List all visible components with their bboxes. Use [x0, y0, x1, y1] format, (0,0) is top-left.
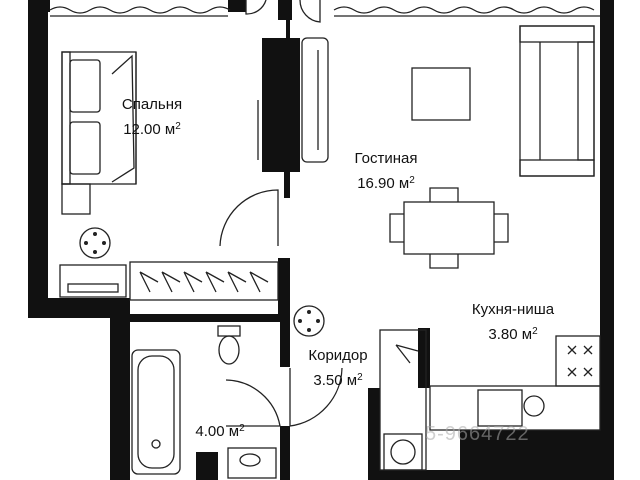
walls	[28, 0, 614, 480]
wall-partition-low	[284, 170, 290, 198]
details	[84, 232, 320, 332]
wall-corridor-right	[368, 388, 380, 480]
bath-sink	[227, 447, 277, 479]
bedroom-nightstand	[61, 183, 91, 215]
bedroom-round-table	[79, 227, 111, 259]
toilet-bowl	[218, 335, 240, 365]
wall-right	[600, 0, 614, 440]
kitchen-cabinets	[429, 385, 601, 431]
wall-bath-right	[278, 258, 290, 318]
wall-bath-right-low	[280, 322, 290, 367]
corridor-wardrobe	[129, 261, 279, 301]
room-name-kitchen: Кухня-ниша	[471, 301, 555, 318]
room-area-living: 16.90 м2	[357, 175, 415, 192]
dining-table	[403, 201, 495, 255]
room-area-kitchen: 3.80 м2	[488, 326, 538, 343]
window-bedroom	[49, 6, 231, 14]
wall-partition-top	[262, 38, 300, 172]
door-bedroom	[219, 189, 279, 247]
room-label-kitchen: Кухня-ниша 3.80 м2	[452, 299, 574, 346]
corridor-round-stool	[293, 305, 325, 337]
bedroom-dresser	[59, 264, 127, 298]
door-balcony-left	[245, 0, 267, 15]
wall-bottom-left-outer	[28, 298, 112, 318]
chair-top	[429, 187, 459, 202]
door-balcony-right	[299, 0, 321, 23]
kitchen-sink	[477, 389, 523, 427]
sofa	[519, 25, 595, 177]
chair-left	[389, 213, 404, 243]
wall-bottom-right	[460, 430, 614, 480]
stove	[555, 335, 601, 387]
wall-kitchen-left	[418, 328, 430, 388]
washing-machine	[383, 433, 423, 471]
chair-bottom	[429, 254, 459, 269]
wall-bath-top	[110, 314, 290, 322]
room-area-corridor: 3.50 м2	[313, 372, 363, 389]
room-label-bedroom: Спальня 12.00 м2	[100, 94, 204, 141]
room-name-corridor: Коридор	[308, 347, 368, 364]
wall-bath-bottom-stub	[196, 452, 218, 480]
bathtub	[131, 349, 181, 475]
window-living	[333, 6, 595, 14]
room-name-bedroom: Спальня	[121, 96, 183, 113]
wall-left	[28, 0, 48, 315]
wall-bath-right-bottom	[280, 426, 290, 480]
wall-bottom-mid	[380, 470, 460, 480]
living-bench	[301, 37, 329, 163]
wall-top-left	[28, 0, 50, 12]
hangers	[139, 271, 269, 293]
bed	[61, 51, 137, 185]
watermark-text: 5-9664722	[425, 423, 530, 445]
room-label-living: Гостиная 16.90 м2	[330, 148, 442, 195]
wall-partition-stub	[286, 0, 290, 40]
room-area-bedroom: 12.00 м2	[123, 121, 181, 138]
room-label-bathroom: 4.00 м2	[180, 418, 260, 443]
room-area-bathroom: 4.00 м2	[195, 423, 245, 440]
fixtures	[49, 0, 601, 479]
chair-right	[494, 213, 509, 243]
toilet-tank	[217, 325, 241, 337]
wall-bath-left	[110, 298, 130, 480]
door-corridor	[289, 367, 343, 427]
room-name-living: Гостиная	[354, 150, 418, 167]
room-label-corridor: Коридор 3.50 м2	[282, 345, 394, 392]
door-bathroom	[225, 379, 281, 427]
wall-top-mid-left	[228, 0, 246, 12]
coffee-table	[411, 67, 471, 121]
